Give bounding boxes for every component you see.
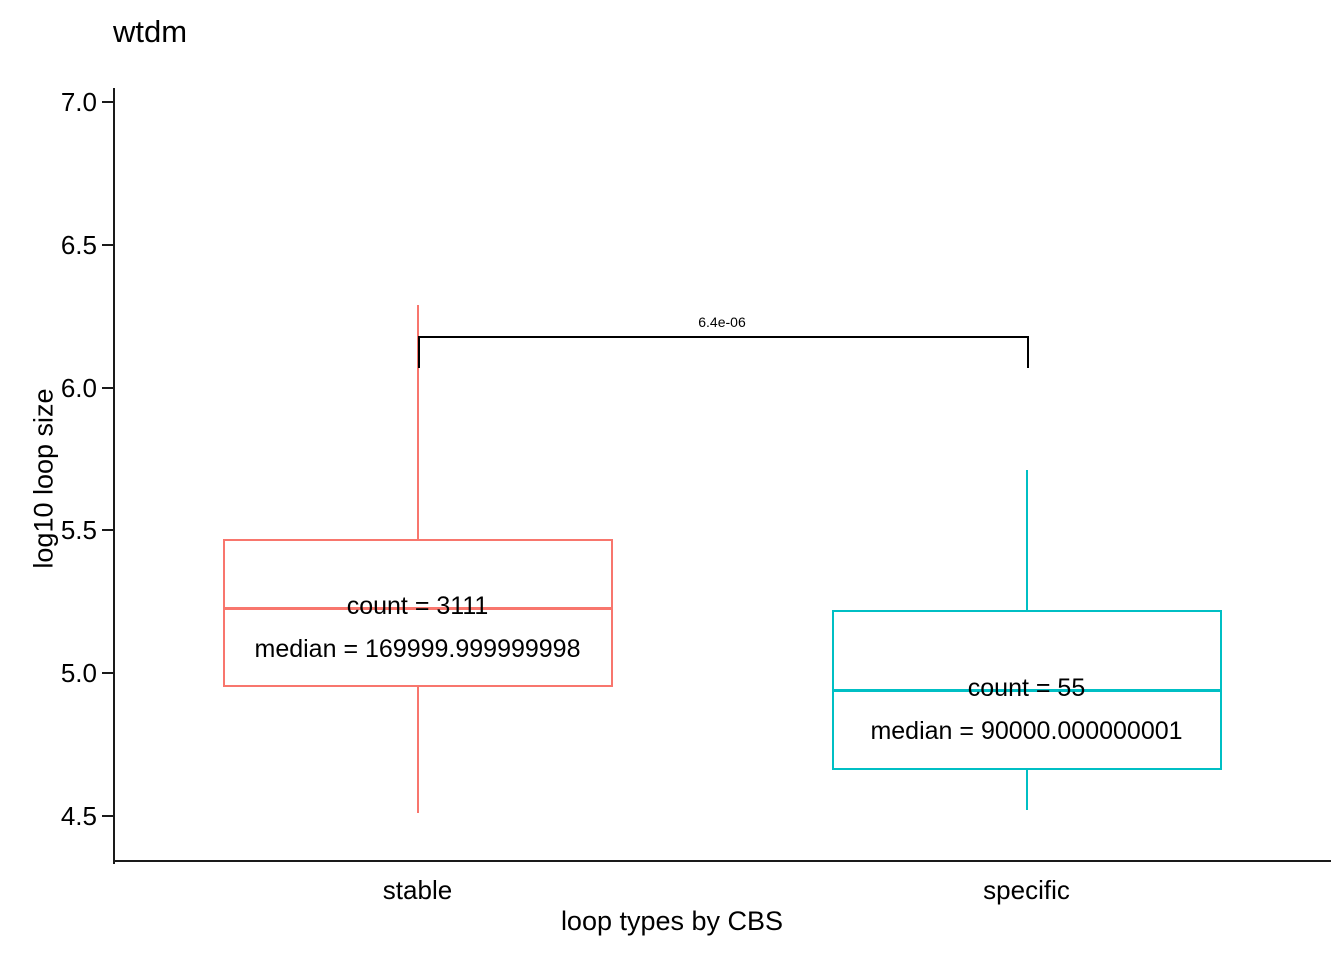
count-annotation-stable: count = 3111 — [346, 591, 489, 620]
page-title: wtdm — [113, 14, 188, 49]
median-line-specific — [831, 689, 1222, 693]
y-tick-mark — [102, 386, 113, 389]
p-value-label: 6.4e-06 — [698, 314, 746, 331]
significance-bar — [417, 336, 1027, 339]
count-annotation-specific: count = 55 — [967, 674, 1086, 703]
y-tick-mark — [102, 815, 113, 817]
x-tick-label-stable: stable — [382, 875, 453, 905]
whisker-upper-specific — [1025, 470, 1028, 611]
significance-leg-right — [1026, 336, 1029, 369]
median-annotation-stable: median = 169999.999999998 — [254, 634, 581, 663]
y-tick-label: 5.5 — [60, 515, 97, 546]
median-line-stable — [222, 606, 613, 610]
x-axis-label: loop types by CBS — [560, 906, 784, 936]
y-tick-label: 7.0 — [60, 87, 97, 117]
y-axis-label: log10 loop size — [28, 388, 59, 569]
y-tick-label: 5.0 — [60, 658, 97, 689]
y-tick-label: 6.0 — [60, 372, 97, 403]
whisker-lower-stable — [416, 687, 419, 814]
median-annotation-specific: median = 90000.000000001 — [870, 717, 1183, 746]
y-tick-label: 6.5 — [60, 229, 97, 260]
x-tick-label-specific: specific — [983, 875, 1070, 905]
whisker-lower-specific — [1025, 770, 1028, 811]
y-tick-mark — [102, 529, 113, 532]
y-axis-line — [113, 88, 115, 864]
whisker-upper-stable — [416, 304, 419, 539]
y-tick-mark — [102, 101, 113, 103]
y-tick-label: 4.5 — [60, 801, 97, 831]
y-tick-mark — [102, 672, 113, 675]
significance-leg-left — [417, 336, 420, 369]
y-tick-mark — [102, 243, 113, 246]
x-axis-line — [113, 860, 1331, 862]
box-stable[interactable] — [222, 538, 613, 688]
